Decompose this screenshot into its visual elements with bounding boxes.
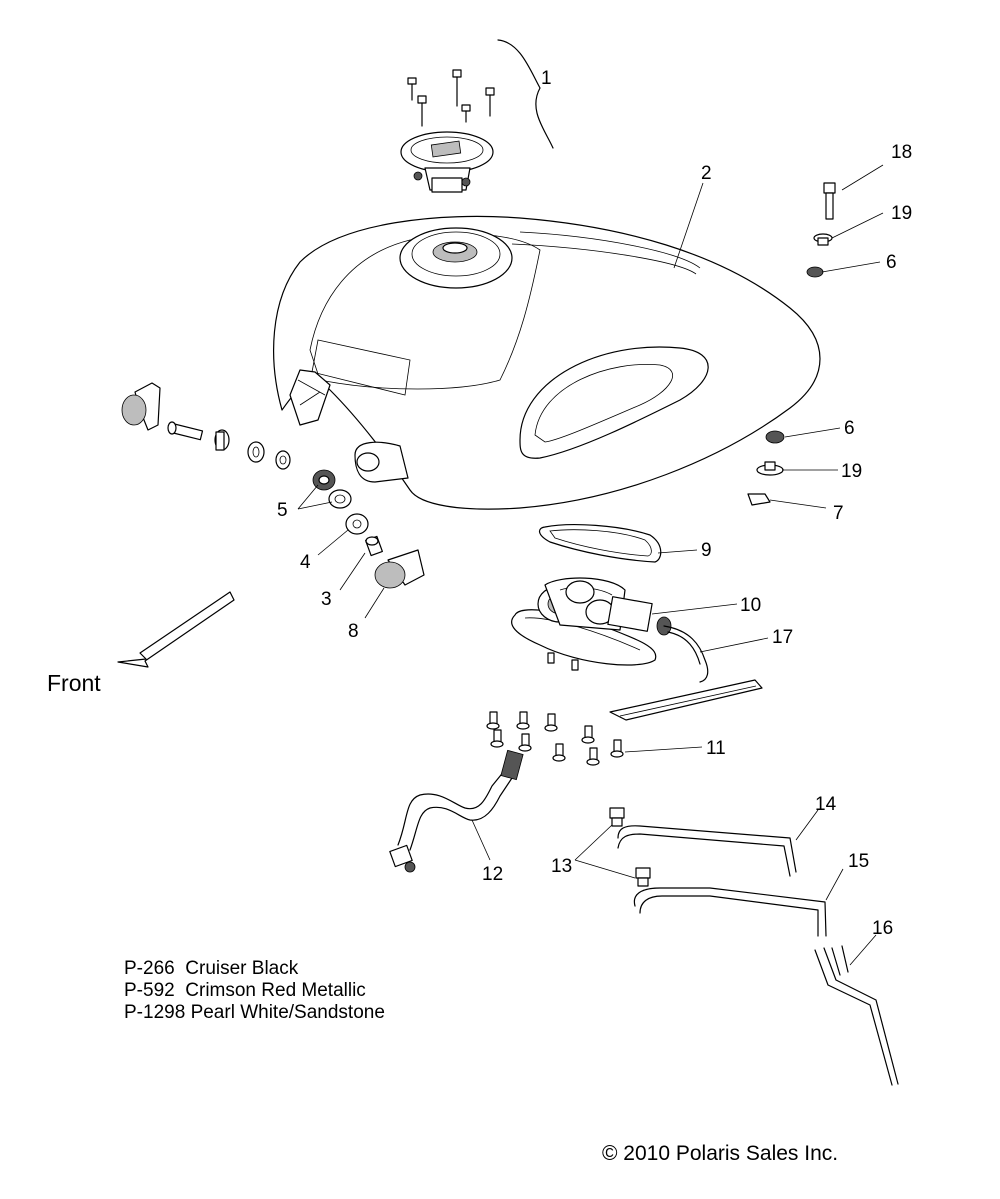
grommet-pair <box>312 469 352 509</box>
mount-bolt <box>365 535 383 557</box>
pump-gasket <box>539 524 662 563</box>
callout-15: 15 <box>848 851 869 872</box>
fuel-hose <box>389 749 524 873</box>
callout-10: 10 <box>740 595 761 616</box>
pump-screws <box>486 711 624 766</box>
cap-screw <box>452 69 462 107</box>
callout-7: 7 <box>833 503 844 524</box>
callout-14: 14 <box>815 794 837 815</box>
callout-13: 13 <box>551 856 572 877</box>
cap-screw <box>407 77 417 101</box>
callout-labels: 1 2 18 19 6 6 19 7 9 10 17 11 5 4 3 8 12… <box>277 68 912 939</box>
cap-screw <box>417 95 427 127</box>
washer <box>345 513 369 535</box>
front-arrow: Front <box>47 591 235 696</box>
side-mount-hardware <box>121 382 291 470</box>
callout-11: 11 <box>706 738 726 759</box>
color-name: Cruiser Black <box>185 958 299 979</box>
vent-line-14 <box>617 825 797 877</box>
callout-16: 16 <box>872 918 893 939</box>
color-name: Crimson Red Metallic <box>185 980 366 1001</box>
color-code: P-592 <box>124 980 175 1001</box>
pump-screw <box>581 725 595 744</box>
color-code-legend: P-266 Cruiser Black P-592 Crimson Red Me… <box>124 958 385 1024</box>
vent-line-15 <box>633 887 827 937</box>
rear-bumper-bracket <box>374 549 425 589</box>
copyright-notice: © 2010 Polaris Sales Inc. <box>602 1142 839 1165</box>
callout-17: 17 <box>772 627 793 648</box>
callout-5: 5 <box>277 500 288 521</box>
front-label: Front <box>47 670 101 696</box>
cap-screw <box>461 104 471 123</box>
callout-4: 4 <box>300 552 311 573</box>
callout-19-lower: 19 <box>841 461 862 482</box>
vent-line-16 <box>814 945 899 1086</box>
callout-8: 8 <box>348 621 359 642</box>
color-code: P-266 <box>124 958 175 979</box>
callout-1: 1 <box>541 68 552 89</box>
hose-fittings <box>609 807 651 887</box>
pump-screw <box>518 733 532 752</box>
color-name: Pearl White/Sandstone <box>190 1002 385 1023</box>
callout-9: 9 <box>701 540 712 561</box>
color-code-row: P-1298 Pearl White/Sandstone <box>124 1002 385 1024</box>
pump-screw <box>586 747 600 766</box>
pump-screw <box>552 743 566 762</box>
fuel-tank-body <box>273 215 821 510</box>
cap-screw <box>485 87 495 117</box>
callout-12: 12 <box>482 864 503 885</box>
pump-screw <box>490 729 504 748</box>
pump-screw <box>486 711 500 730</box>
callout-3: 3 <box>321 589 332 610</box>
fuel-cap-assembly <box>400 39 554 193</box>
color-code-row: P-266 Cruiser Black <box>124 958 385 980</box>
color-code: P-1298 <box>124 1002 186 1023</box>
pump-screw <box>516 711 530 730</box>
fuel-pump-assembly <box>511 577 763 721</box>
callout-6-upper: 6 <box>886 252 897 273</box>
pump-screw <box>610 739 624 758</box>
color-code-row: P-592 Crimson Red Metallic <box>124 980 385 1002</box>
callout-6-lower: 6 <box>844 418 855 439</box>
leader-lines <box>297 164 884 966</box>
callout-2: 2 <box>701 163 712 184</box>
pump-screw <box>544 713 558 732</box>
callout-18: 18 <box>891 142 912 163</box>
callout-19-upper: 19 <box>891 203 912 224</box>
